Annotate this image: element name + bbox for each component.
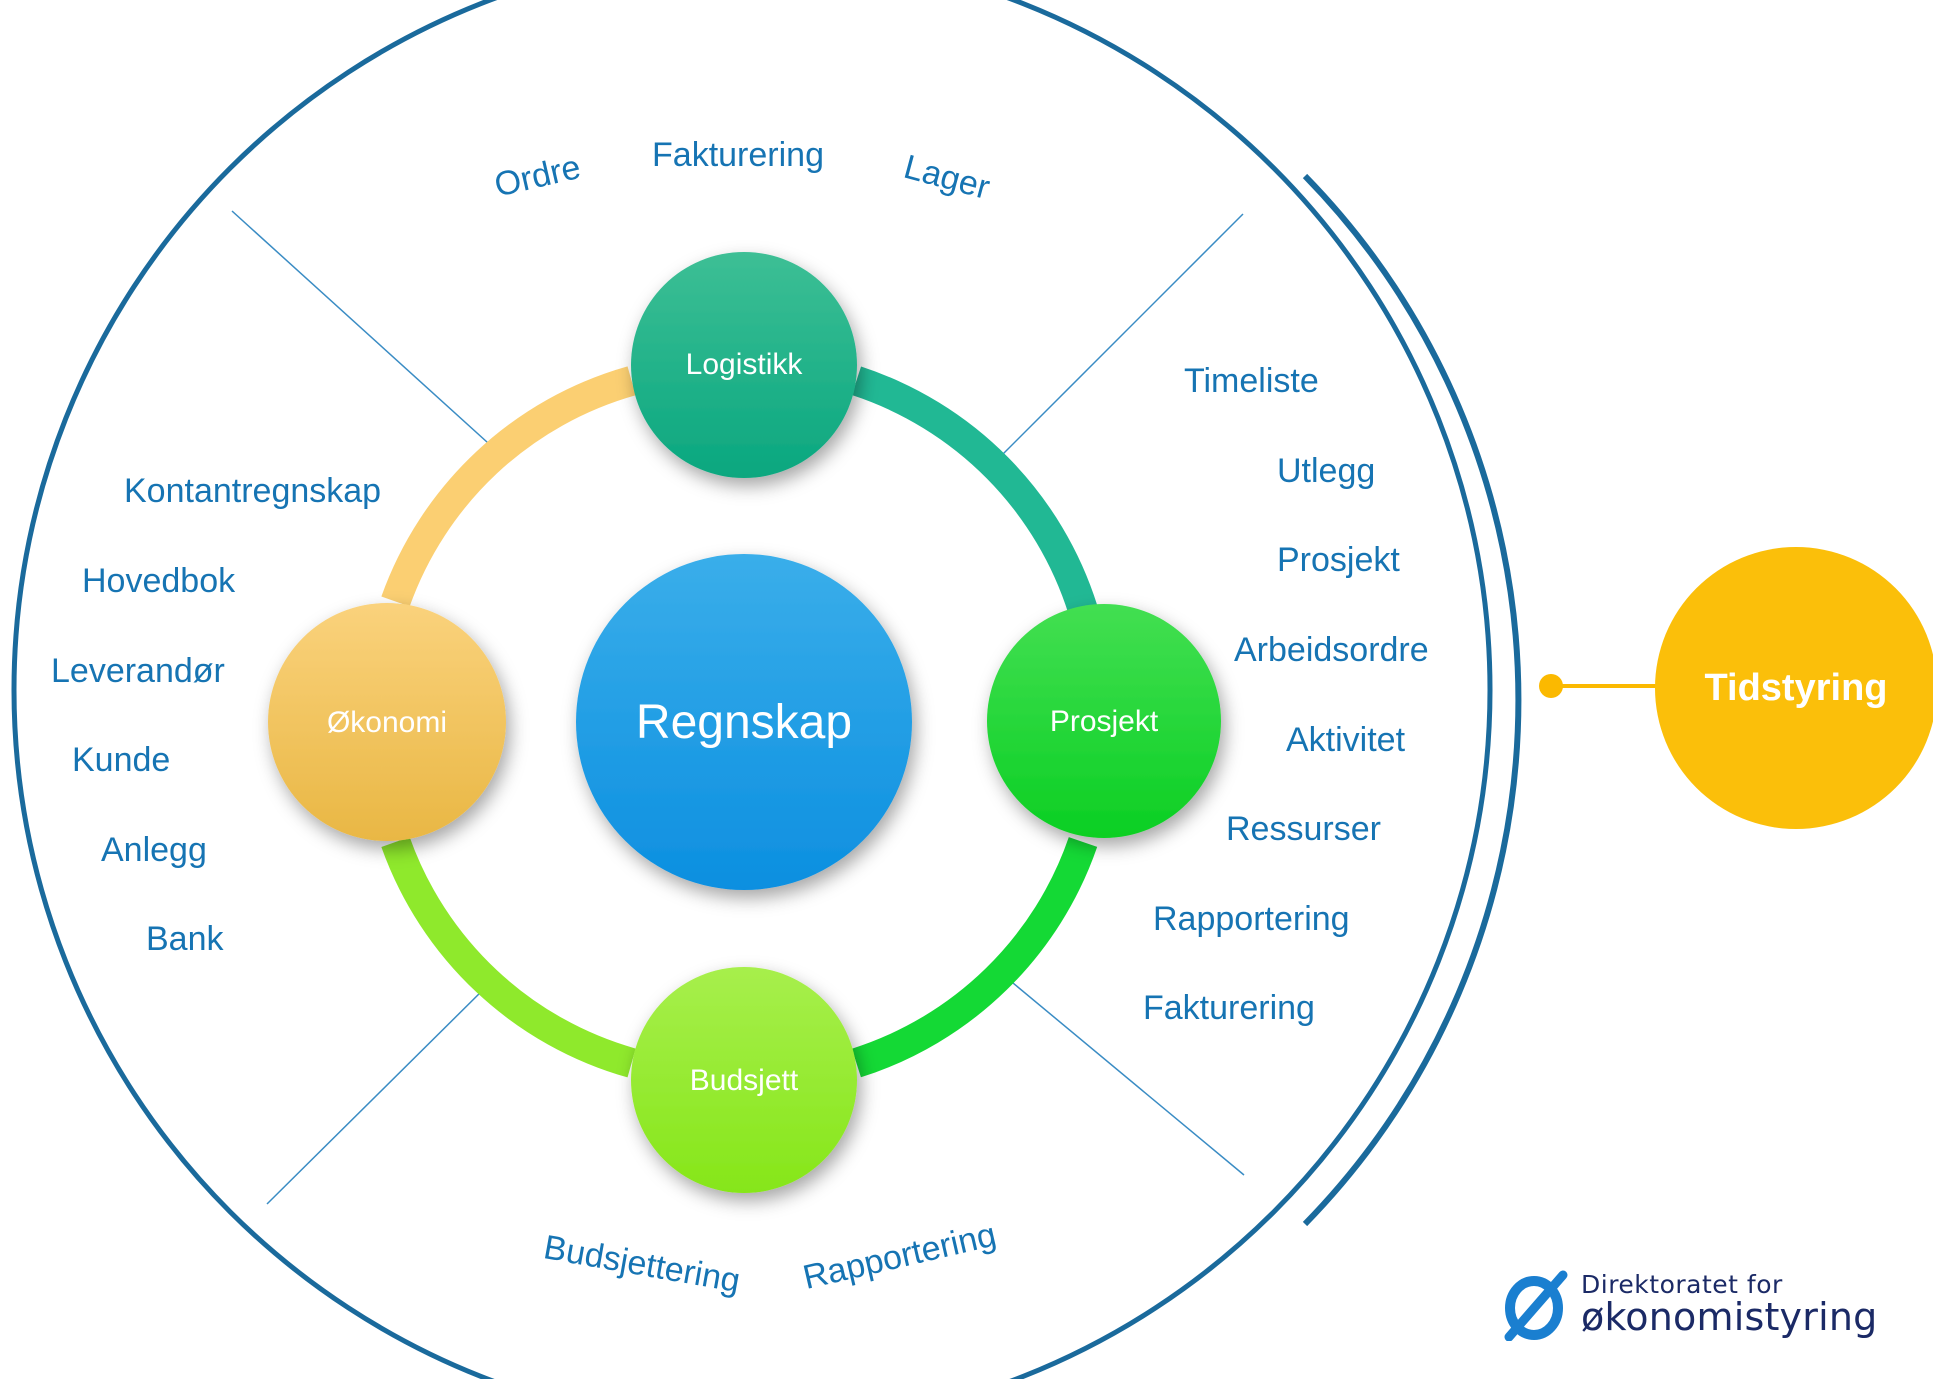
ring-arc-bud-oko <box>381 836 636 1078</box>
node-logistikk-label: Logistikk <box>686 348 804 381</box>
divider-bottom-right <box>1006 977 1245 1176</box>
left-item: Kontantregnskap <box>124 472 381 510</box>
top-item-lager: Lager <box>900 148 994 207</box>
logo-o-slash-icon <box>1504 1270 1568 1341</box>
ring-arc-oko-log <box>381 366 636 607</box>
logo-text: Direktoratet for økonomistyring <box>1581 1269 1878 1340</box>
right-item: Ressurser <box>1226 810 1381 848</box>
right-item: Timeliste <box>1184 362 1319 400</box>
right-item: Prosjekt <box>1277 541 1400 579</box>
ring-arc-log-pro <box>851 366 1098 615</box>
left-item: Anlegg <box>101 831 207 869</box>
center-node[interactable]: Regnskap <box>576 554 912 890</box>
node-prosjekt[interactable]: Prosjekt <box>987 604 1221 838</box>
node-budsjett[interactable]: Budsjett <box>631 967 857 1193</box>
top-item-fakturering: Fakturering <box>652 136 824 174</box>
connector-dot <box>1539 674 1563 698</box>
tidstyring-label: Tidstyring <box>1705 667 1888 709</box>
right-item: Utlegg <box>1277 452 1375 490</box>
right-item: Aktivitet <box>1286 721 1406 759</box>
divider-top-left <box>231 210 499 453</box>
right-section: Timeliste Utlegg Prosjekt Arbeidsordre A… <box>1143 362 1429 1027</box>
logo-line2: økonomistyring <box>1581 1295 1878 1340</box>
left-item: Bank <box>146 920 224 958</box>
left-section: Kontantregnskap Hovedbok Leverandør Kund… <box>51 472 381 958</box>
bracket-arc <box>1302 173 1522 1227</box>
node-logistikk[interactable]: Logistikk <box>631 252 857 478</box>
right-item: Rapportering <box>1153 900 1350 938</box>
top-section: Ordre Fakturering Lager <box>491 136 994 207</box>
divider-bottom-left <box>266 982 491 1205</box>
ring-arc-pro-bud <box>851 837 1098 1078</box>
node-budsjett-label: Budsjett <box>690 1064 799 1097</box>
divider-top-right <box>998 213 1244 459</box>
left-item: Kunde <box>72 741 170 779</box>
left-item: Leverandør <box>51 652 225 690</box>
left-item: Hovedbok <box>82 562 236 600</box>
bottom-section: Budsjettering Rapportering <box>541 1216 1000 1300</box>
logo-line1: Direktoratet for <box>1581 1269 1783 1299</box>
top-item-ordre: Ordre <box>491 148 584 205</box>
outer-circle <box>11 0 1493 1379</box>
right-item: Arbeidsordre <box>1234 631 1429 669</box>
logo: Direktoratet for økonomistyring <box>1503 1265 1877 1345</box>
center-label: Regnskap <box>636 696 852 749</box>
node-okonomi-label: Økonomi <box>327 706 447 739</box>
node-prosjekt-label: Prosjekt <box>1050 705 1159 738</box>
node-okonomi[interactable]: Økonomi <box>268 603 506 841</box>
bottom-item-budsjettering: Budsjettering <box>541 1228 743 1300</box>
right-item: Fakturering <box>1143 989 1315 1027</box>
bottom-item-rapportering: Rapportering <box>799 1216 999 1297</box>
tidstyring-node[interactable]: Tidstyring <box>1655 547 1933 829</box>
